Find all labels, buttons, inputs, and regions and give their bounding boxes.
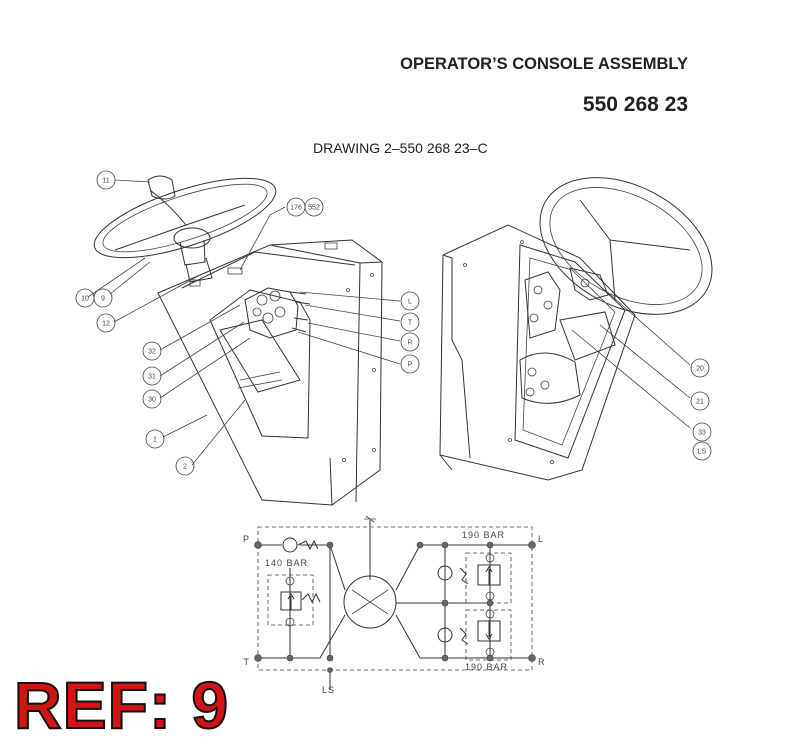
callout-20: 20 — [690, 358, 710, 378]
drawing-number: DRAWING 2–550 268 23–C — [313, 140, 488, 156]
right-console-view — [439, 177, 713, 481]
svg-text:L: L — [408, 299, 412, 306]
callout-32: 32 — [142, 341, 162, 361]
assembly-title: OPERATOR’S CONSOLE ASSEMBLY — [400, 55, 688, 73]
callout-1: 1 — [145, 429, 165, 449]
callout-2: 2 — [175, 456, 195, 476]
svg-text:11: 11 — [102, 178, 109, 185]
svg-text:LS: LS — [698, 449, 707, 456]
svg-text:9: 9 — [101, 296, 105, 303]
svg-text:552: 552 — [308, 205, 320, 212]
callout-176: 176 — [286, 197, 306, 217]
callout-33: 33 — [692, 422, 712, 442]
svg-text:1: 1 — [153, 437, 157, 444]
steering-wheel-left — [93, 175, 277, 283]
callout-11: 11 — [96, 170, 116, 190]
callout-552: 552 — [304, 197, 324, 217]
callout-bubbles: 11 176 552 10 9 12 32 31 30 1 2 L T R P … — [75, 170, 712, 476]
leader-lines-right — [571, 289, 691, 429]
left-console-view — [87, 175, 401, 506]
svg-text:2: 2 — [183, 464, 187, 471]
callout-9: 9 — [93, 288, 113, 308]
svg-text:33: 33 — [698, 430, 706, 437]
svg-text:31: 31 — [148, 374, 156, 381]
callout-12: 12 — [96, 313, 116, 333]
relief-bottom-label: 190 BAR — [465, 662, 508, 672]
port-r-label: R — [538, 657, 546, 667]
callout-t: T — [400, 312, 420, 332]
port-l-label: L — [538, 534, 544, 544]
steering-wheel-right — [539, 177, 713, 315]
console-body-right — [439, 224, 636, 481]
svg-text:P: P — [408, 362, 413, 369]
part-number: 550 268 23 — [582, 93, 688, 116]
svg-text:10: 10 — [81, 296, 89, 303]
svg-text:30: 30 — [148, 397, 156, 404]
callout-p: P — [400, 354, 420, 374]
svg-text:176: 176 — [290, 205, 302, 212]
svg-text:20: 20 — [696, 366, 704, 373]
callout-30: 30 — [142, 389, 162, 409]
svg-text:12: 12 — [102, 321, 110, 328]
callout-r: R — [400, 332, 420, 352]
svg-text:32: 32 — [148, 349, 156, 356]
port-t-label: T — [244, 657, 251, 667]
svg-text:T: T — [408, 320, 413, 327]
relief-top-label: 190 BAR — [462, 530, 505, 540]
callout-31: 31 — [142, 366, 162, 386]
svg-text:R: R — [407, 340, 412, 347]
port-ls-label: LS — [322, 685, 335, 695]
callout-ls: LS — [692, 441, 712, 461]
svg-text:21: 21 — [696, 399, 704, 406]
console-body-left — [157, 239, 383, 506]
callout-21: 21 — [690, 391, 710, 411]
hydraulic-schematic: P L T R LS 190 BAR 140 BAR 190 BAR — [243, 515, 546, 695]
callout-10: 10 — [75, 288, 95, 308]
port-p-label: P — [243, 534, 250, 544]
callout-l: L — [400, 291, 420, 311]
ref-stamp: REF: 9 — [13, 668, 230, 742]
relief-left-label: 140 BAR — [265, 558, 308, 568]
